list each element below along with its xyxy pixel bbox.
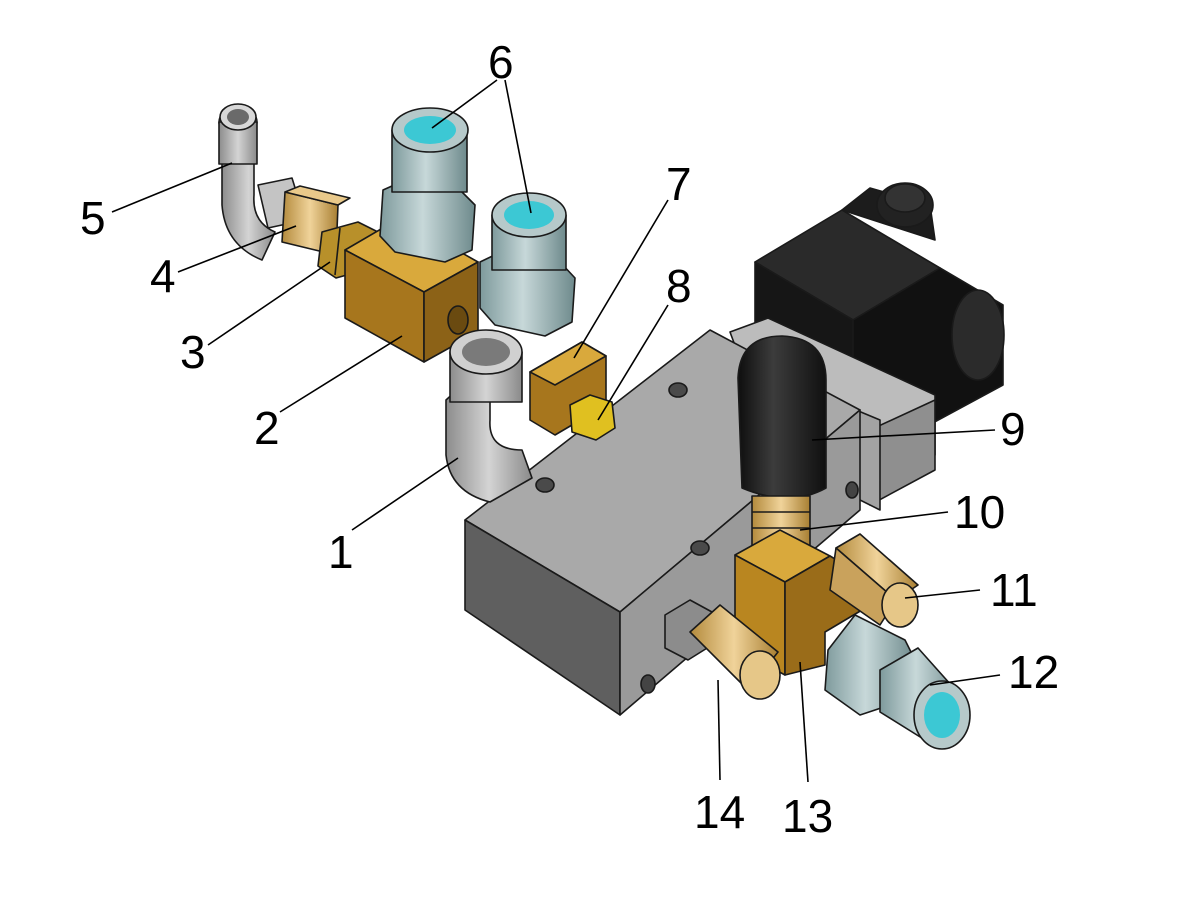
leader-5: [111, 162, 233, 213]
straight-fitting-12: [824, 614, 971, 750]
callout-12: 12: [1008, 646, 1059, 698]
callout-6: 6: [488, 36, 514, 88]
callout-8: 8: [666, 260, 692, 312]
hex-fitting-8: [569, 394, 616, 441]
leader-12: [929, 674, 1001, 686]
leader-lines: [111, 79, 1001, 783]
leader-11: [904, 589, 981, 599]
leader-9: [811, 429, 996, 441]
callout-2: 2: [254, 402, 280, 454]
callout-13: 13: [782, 790, 833, 842]
elbow-fitting-5: [218, 103, 306, 261]
callout-labels: 1 2 3 4 5 6 7 8 9 10 11 12 13 14: [80, 36, 1059, 842]
leader-8: [597, 304, 669, 421]
straight-fitting-6a: [379, 107, 476, 263]
brass-muffler-11: [829, 533, 919, 628]
leader-6a: [431, 79, 498, 129]
leader-2: [279, 335, 403, 413]
elbow-fitting-1: [445, 329, 533, 503]
callout-9: 9: [1000, 403, 1026, 455]
callout-3: 3: [180, 326, 206, 378]
brass-muffler-14: [664, 599, 781, 700]
callout-7: 7: [666, 158, 692, 210]
callout-11: 11: [990, 564, 1038, 616]
black-knob-9: [737, 335, 827, 499]
leader-7: [573, 199, 669, 359]
callout-5: 5: [80, 192, 106, 244]
leader-4: [177, 225, 297, 273]
callout-4: 4: [150, 250, 176, 302]
leader-14: [717, 679, 721, 781]
callout-10: 10: [954, 486, 1005, 538]
callout-14: 14: [694, 786, 745, 838]
leader-1: [351, 457, 459, 531]
callout-1: 1: [328, 526, 354, 578]
straight-fitting-6b: [479, 192, 576, 337]
leader-13: [799, 661, 809, 783]
leader-6b: [504, 79, 532, 214]
leader-3: [207, 261, 331, 346]
leader-10: [799, 511, 949, 531]
